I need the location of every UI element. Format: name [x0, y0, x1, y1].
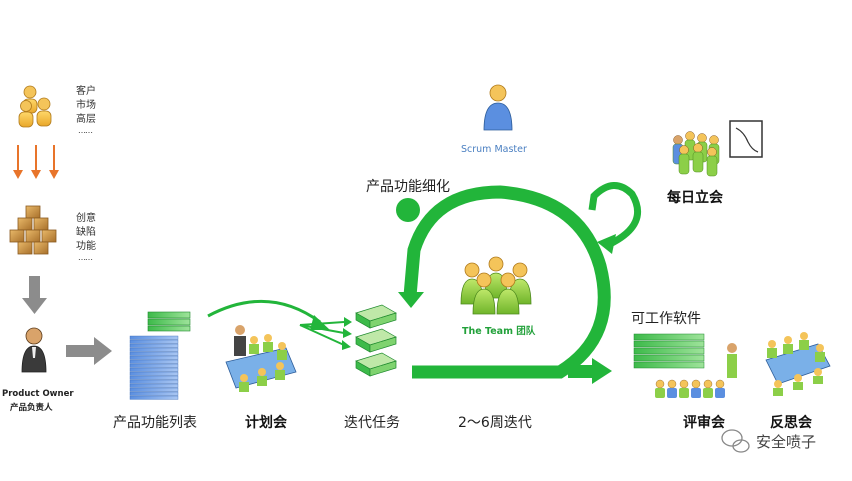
- backlog-to-planning-arrow: [207, 299, 321, 324]
- product-owner-title: Product Owner: [2, 389, 74, 399]
- refinement-label: 产品功能细化: [366, 179, 450, 195]
- refinement-dot: [396, 198, 420, 222]
- iteration-tasks-stack: [355, 304, 397, 377]
- customer-label-2: 市场: [76, 100, 96, 111]
- iteration-tasks-label: 迭代任务: [344, 415, 400, 431]
- scrum-master-icon: [483, 84, 513, 131]
- planning-meeting-icon: [225, 325, 297, 392]
- down-arrows-icon: [13, 145, 59, 179]
- review-label: 评审会: [683, 415, 725, 431]
- sprint-output-arrow: [568, 358, 612, 384]
- gray-down-arrow: [22, 276, 47, 314]
- working-software-stack: [633, 333, 705, 369]
- backlog-label: 产品功能列表: [113, 415, 197, 431]
- product-owner-icon: [21, 327, 47, 373]
- review-meeting-icon: [655, 343, 737, 398]
- sprint-loop-path: [403, 185, 611, 379]
- team-icon: [460, 256, 532, 315]
- standup-label: 每日立会: [667, 190, 723, 206]
- daily-loop-arrowhead: [597, 234, 616, 254]
- customer-label-1: 客户: [76, 86, 96, 97]
- watermark-text: 安全喷子: [756, 433, 817, 451]
- retro-label: 反思会: [770, 415, 812, 431]
- wechat-logo-icon: [721, 429, 750, 453]
- burndown-chart-icon: [729, 120, 763, 158]
- product-owner-subtitle: 产品负责人: [10, 403, 53, 413]
- ideas-label-3: 功能: [76, 241, 96, 252]
- backlog-blue-stack: [129, 335, 179, 400]
- scrum-master-label: Scrum Master: [461, 144, 527, 155]
- product-backlog-stack: [147, 311, 191, 332]
- planning-label: 计划会: [245, 415, 287, 431]
- fan-arrowheads: [342, 317, 352, 350]
- sprint-loop-arrowhead: [398, 292, 424, 308]
- cardboard-boxes-icon: [9, 205, 57, 255]
- working-software-label: 可工作软件: [631, 311, 701, 327]
- daily-loop-path: [588, 182, 642, 248]
- ideas-label-1: 创意: [76, 213, 96, 224]
- customer-label-3: 高层: [76, 114, 96, 125]
- arrowhead-planning: [310, 315, 330, 330]
- customer-people-icon: [18, 85, 52, 128]
- retro-meeting-icon: [765, 332, 831, 396]
- sprint-label: 2～6周迭代: [458, 415, 532, 431]
- gray-right-arrow: [66, 337, 112, 365]
- team-label: The Team 团队: [462, 326, 536, 337]
- customer-label-4: ……: [78, 126, 93, 135]
- ideas-label-4: ……: [78, 253, 93, 262]
- daily-standup-icon: [672, 131, 720, 177]
- ideas-label-2: 缺陷: [76, 227, 96, 238]
- fan-arrows: [299, 321, 345, 346]
